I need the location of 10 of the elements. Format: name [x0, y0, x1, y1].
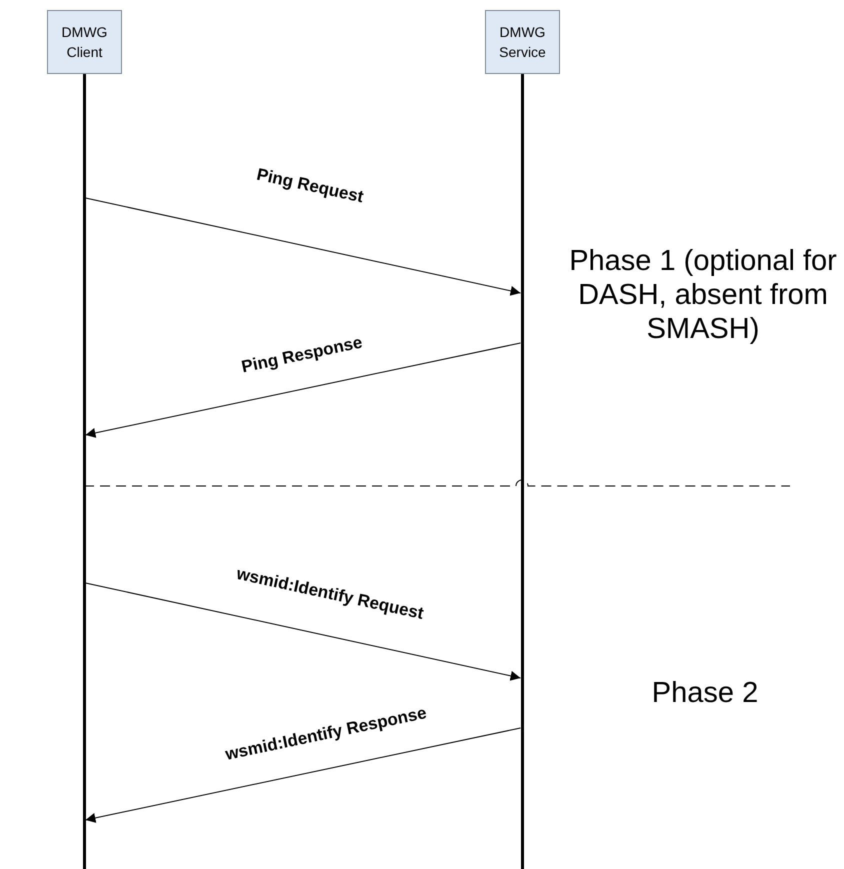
- edge-label: Ping Response: [240, 332, 364, 378]
- participant-name: DMWG Service: [498, 23, 547, 62]
- participant-name: DMWG Client: [60, 23, 108, 62]
- edge-label: Ping Request: [254, 164, 366, 208]
- phase-label: Phase 1 (optional for DASH, absent from SMASH): [568, 244, 838, 346]
- message-arrow: [85, 582, 521, 681]
- phase-label: Phase 2: [650, 676, 760, 710]
- message-arrow: [85, 198, 521, 296]
- message-arrow: [85, 728, 521, 823]
- message-arrow: [85, 342, 521, 438]
